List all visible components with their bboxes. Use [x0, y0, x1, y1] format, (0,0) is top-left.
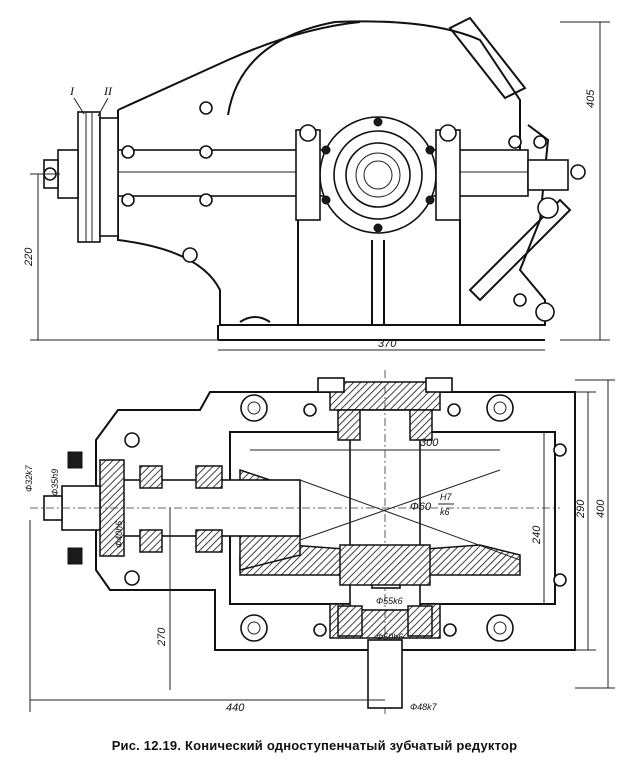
label-II: II	[103, 84, 113, 98]
input-bearing-top	[195, 465, 223, 489]
label-I: I	[69, 84, 75, 98]
dim-d60: Ф60	[410, 501, 432, 513]
cover-bolts	[321, 117, 435, 233]
right-boss	[435, 129, 461, 221]
dim-d50h6: Ф50h6	[376, 632, 403, 642]
dim-240: 240	[531, 525, 543, 545]
dim-220: 220	[23, 247, 35, 267]
housing-bolts	[121, 101, 586, 322]
dim-d40h6: Ф40h6	[114, 521, 124, 548]
dim-d60-fit-bottom: k6	[440, 507, 450, 517]
drain-plug	[239, 316, 271, 323]
dim-300: 300	[420, 437, 439, 449]
plan-section: 300 290 400 240 270 440 Ф32k7 Ф35h9 Ф40h…	[24, 370, 615, 715]
bearing-bottom-right	[407, 605, 433, 637]
dim-400: 400	[595, 499, 607, 518]
dim-290: 290	[575, 499, 587, 519]
dim-d32k7: Ф32k7	[24, 464, 34, 492]
bearing-bottom-left	[337, 605, 363, 637]
flange-II	[99, 117, 119, 237]
input-shaft-hub	[57, 149, 79, 199]
dim-d35h9: Ф35h9	[50, 469, 60, 496]
housing-taper	[117, 21, 361, 111]
dim-d60-fit-top: H7	[440, 492, 452, 502]
dim-440: 440	[226, 702, 245, 714]
input-flange	[99, 459, 125, 557]
dim-270: 270	[156, 627, 168, 647]
dim-370: 370	[378, 338, 397, 350]
input-bearing-bottom	[195, 529, 223, 553]
figure-caption: Рис. 12.19. Конический одноступенчатый з…	[111, 738, 518, 753]
housing-body	[117, 110, 550, 326]
plan-bolts	[124, 394, 567, 642]
bearing-top-left	[337, 409, 361, 441]
gear-housing-dome	[227, 20, 521, 160]
dim-d55k6: Ф55k6	[376, 596, 403, 606]
dim-d48k7: Ф48k7	[410, 702, 438, 712]
side-view: I II 405 220 370	[23, 16, 610, 351]
inspection-cover	[448, 16, 527, 100]
wheel-hub	[339, 544, 431, 586]
housing-outline-plan	[95, 391, 576, 651]
bearing-top-right	[409, 409, 433, 441]
left-boss	[295, 129, 321, 221]
oil-dipstick	[468, 198, 572, 302]
output-shaft-tail	[367, 639, 403, 709]
output-shaft-end	[527, 159, 569, 191]
flange-I	[77, 111, 101, 243]
dim-405: 405	[585, 89, 597, 108]
